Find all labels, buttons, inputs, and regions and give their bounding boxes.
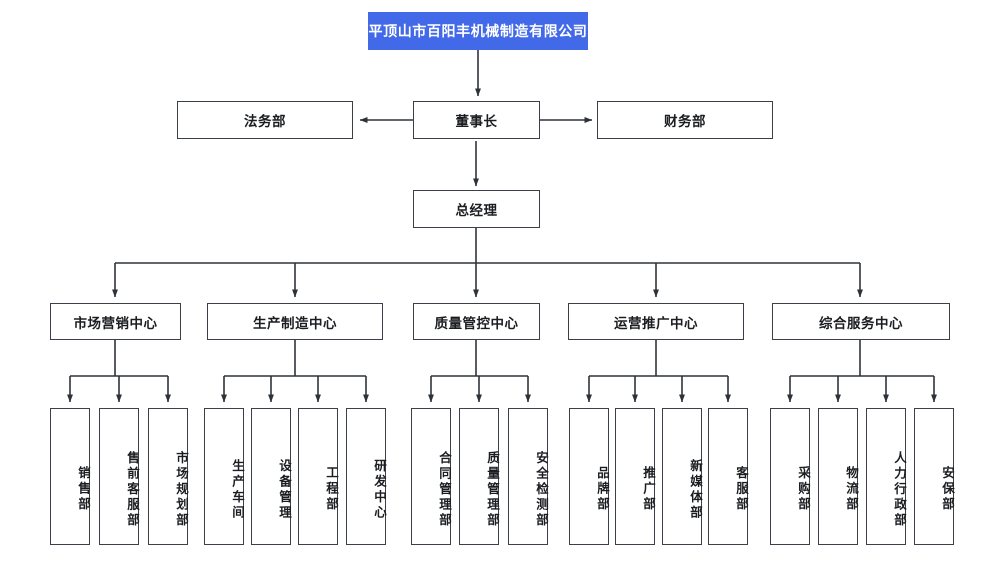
node-center-operations[interactable]: 运营推广中心 bbox=[568, 303, 744, 340]
node-dept-security-label: 安保部 bbox=[940, 466, 955, 513]
node-center-general-services[interactable]: 综合服务中心 bbox=[772, 303, 950, 340]
node-dept-logistics-label: 物流部 bbox=[844, 466, 859, 513]
node-dept-presales-service-label: 售前客服部 bbox=[125, 450, 140, 529]
node-dept-contract-management-label: 合同管理部 bbox=[437, 450, 452, 529]
node-dept-logistics[interactable]: 物流部 bbox=[818, 408, 859, 545]
node-finance-department[interactable]: 财务部 bbox=[597, 101, 773, 139]
node-dept-safety-inspection-label: 安全检测部 bbox=[534, 450, 549, 529]
node-dept-equipment-management-label: 设备管理 bbox=[277, 458, 292, 521]
node-dept-customer-service[interactable]: 客服部 bbox=[708, 408, 749, 545]
node-dept-sales[interactable]: 销售部 bbox=[50, 408, 91, 545]
node-dept-quality-management[interactable]: 质量管理部 bbox=[459, 408, 500, 545]
node-dept-hr-administration-label: 人力行政部 bbox=[892, 450, 907, 529]
node-dept-safety-inspection[interactable]: 安全检测部 bbox=[508, 408, 549, 545]
node-center-marketing[interactable]: 市场营销中心 bbox=[50, 303, 181, 340]
node-general-manager[interactable]: 总经理 bbox=[413, 190, 540, 228]
node-dept-security[interactable]: 安保部 bbox=[914, 408, 955, 545]
node-dept-brand[interactable]: 品牌部 bbox=[569, 408, 610, 545]
connectors bbox=[66, 50, 937, 403]
node-dept-promotion[interactable]: 推广部 bbox=[615, 408, 656, 545]
node-center-manufacturing[interactable]: 生产制造中心 bbox=[207, 303, 383, 340]
node-dept-rnd-center-label: 研发中心 bbox=[372, 458, 387, 521]
node-dept-procurement-label: 采购部 bbox=[796, 466, 811, 513]
node-dept-engineering-label: 工程部 bbox=[324, 466, 339, 513]
node-dept-contract-management[interactable]: 合同管理部 bbox=[411, 408, 452, 545]
node-dept-procurement[interactable]: 采购部 bbox=[770, 408, 811, 545]
node-dept-customer-service-label: 客服部 bbox=[734, 466, 749, 513]
node-dept-quality-management-label: 质量管理部 bbox=[485, 450, 500, 529]
node-dept-sales-label: 销售部 bbox=[76, 466, 91, 513]
node-dept-production-workshop[interactable]: 生产车间 bbox=[204, 408, 245, 545]
node-dept-promotion-label: 推广部 bbox=[641, 466, 656, 513]
node-dept-hr-administration[interactable]: 人力行政部 bbox=[866, 408, 907, 545]
node-chairman[interactable]: 董事长 bbox=[413, 101, 540, 139]
node-center-quality[interactable]: 质量管控中心 bbox=[413, 303, 540, 340]
node-dept-new-media[interactable]: 新媒体部 bbox=[662, 408, 703, 545]
node-legal-department[interactable]: 法务部 bbox=[177, 101, 353, 139]
node-company-root[interactable]: 平顶山市百阳丰机械制造有限公司 bbox=[368, 12, 588, 50]
node-dept-equipment-management[interactable]: 设备管理 bbox=[251, 408, 292, 545]
node-dept-new-media-label: 新媒体部 bbox=[688, 458, 703, 521]
node-dept-rnd-center[interactable]: 研发中心 bbox=[346, 408, 387, 545]
node-dept-production-workshop-label: 生产车间 bbox=[230, 458, 245, 521]
node-dept-market-planning-label: 市场规划部 bbox=[174, 450, 189, 529]
node-dept-market-planning[interactable]: 市场规划部 bbox=[148, 408, 189, 545]
node-dept-engineering[interactable]: 工程部 bbox=[298, 408, 339, 545]
node-dept-brand-label: 品牌部 bbox=[595, 466, 610, 513]
node-dept-presales-service[interactable]: 售前客服部 bbox=[99, 408, 140, 545]
